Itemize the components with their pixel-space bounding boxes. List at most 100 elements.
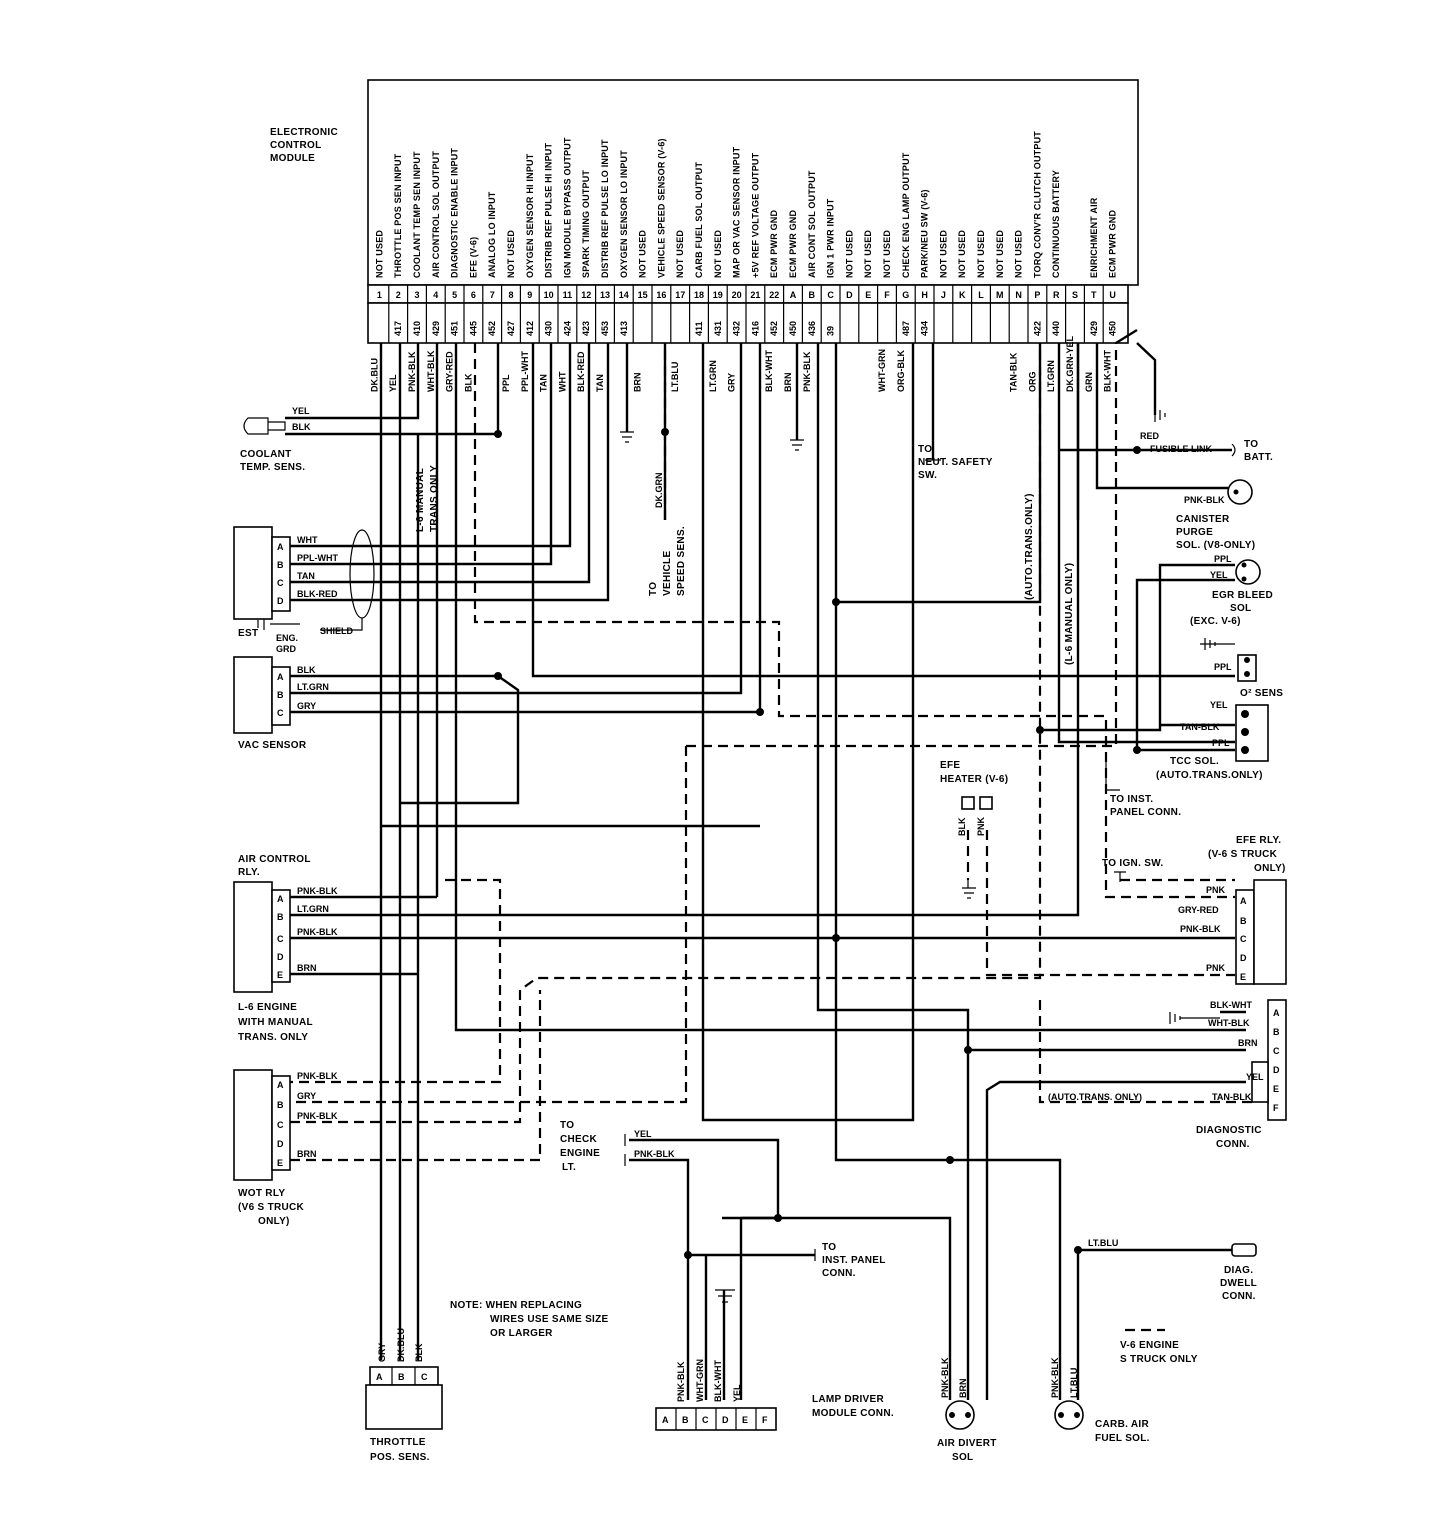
dwell-title-1: DIAG. <box>1224 1265 1253 1276</box>
ecm-circuit-row <box>367 302 1129 344</box>
er-pin-c: C <box>1240 934 1247 944</box>
vac-wire-blk: BLK <box>297 665 316 675</box>
ce-title-4: LT. <box>562 1162 576 1173</box>
carb-wire-pnk: PNK-BLK <box>1050 1357 1060 1398</box>
wire-pin4-wht-blk <box>454 343 1246 1032</box>
wire-airdiv-pnk <box>741 1216 952 1400</box>
solenoid-icon <box>1235 559 1261 585</box>
acr-wire-e: BRN <box>297 963 317 973</box>
ecm-pin-number: 21 <box>750 290 760 300</box>
ecm-wire-color: YEL <box>388 374 398 392</box>
ecm-circuit-number: 434 <box>920 321 930 336</box>
ecm-pin-function: ANALOG LO INPUT <box>487 191 497 278</box>
tcc-inst-2: PANEL CONN. <box>1110 807 1181 818</box>
wot-title-1: WOT RLY <box>238 1188 285 1199</box>
ecm-pin-function: MAP OR VAC SENSOR INPUT <box>732 146 742 278</box>
er-wire-c: PNK-BLK <box>1180 924 1221 934</box>
vac-sensor: A B C BLK LT.GRN GRY VAC SENSOR <box>233 656 329 751</box>
ecm-pin-function: NOT USED <box>938 230 948 278</box>
ecm-wire-color: GRY-RED <box>445 351 455 392</box>
ecm-pin-function: NOT USED <box>957 230 967 278</box>
ecm-circuit-number: 445 <box>468 321 478 336</box>
vac-pin-b: B <box>277 690 284 700</box>
ecm-pin-function: CONTINUOUS BATTERY <box>1051 170 1061 278</box>
neutral-safety-sw: TO NEUT. SAFETY SW. <box>918 444 992 481</box>
ecm-pin-number: 14 <box>619 290 629 300</box>
ecm-pin-number: 15 <box>638 290 648 300</box>
acr-note-3: TRANS. ONLY <box>238 1032 308 1043</box>
ldm-pin-d: D <box>722 1415 729 1425</box>
connector-icon <box>1231 1243 1257 1257</box>
wire-vac-gry <box>290 343 762 714</box>
dc-title-2: CONN. <box>1216 1139 1250 1150</box>
ecm-title-3: MODULE <box>270 153 315 164</box>
ground-icon <box>1154 408 1166 422</box>
dashed-wires <box>290 343 1235 1162</box>
canister-wire: PNK-BLK <box>1184 495 1225 505</box>
dwire-pin-t <box>686 343 1118 748</box>
note: NOTE: WHEN REPLACING WIRES USE SAME SIZE… <box>450 1300 609 1339</box>
acr-title-1: AIR CONTROL <box>238 854 311 865</box>
est-wire-blkred: BLK-RED <box>297 589 338 599</box>
canister-title-2: PURGE <box>1176 527 1213 538</box>
batt-1: TO <box>1244 439 1258 450</box>
ecm-body <box>367 79 1139 286</box>
wot-relay: A B C D E PNK-BLK GRY PNK-BLK BRN WOT RL… <box>233 1069 338 1227</box>
rotated-notes: L-6 MANUAL TRANS ONLY (AUTO.TRANS.ONLY) … <box>415 465 1075 665</box>
ecm-pin-number: 20 <box>732 290 742 300</box>
vss-wire: DK.GRN <box>654 473 664 509</box>
ground-icon <box>962 880 976 899</box>
wire-est-pplwht <box>290 343 553 566</box>
er-title-1: EFE RLY. <box>1236 835 1281 846</box>
carb-air-fuel-sol: PNK-BLK LT.BLU CARB. AIR FUEL SOL. <box>1050 1357 1149 1444</box>
solenoid-icon <box>1054 1400 1084 1430</box>
ecm-circuit-number: 452 <box>769 321 779 336</box>
ecm-circuit-number: 440 <box>1051 321 1061 336</box>
wire-check-yel <box>629 1138 780 1218</box>
er-pin-e: E <box>1240 972 1246 982</box>
note-line-2: WIRES USE SAME SIZE <box>490 1314 609 1325</box>
note-line-1: NOTE: WHEN REPLACING <box>450 1300 582 1311</box>
wire-coolant-yel <box>285 343 420 420</box>
ecm-pin-number: U <box>1109 290 1116 300</box>
ecm-pin-number: D <box>846 290 853 300</box>
ce-wire-pnk: PNK-BLK <box>634 1149 675 1159</box>
ecm-pin-function: NOT USED <box>638 230 648 278</box>
ground-icon <box>257 618 300 630</box>
er-pin-d: D <box>1240 953 1247 963</box>
ecm-pin-function: ECM PWR GND <box>769 210 779 278</box>
dc-pin-d: D <box>1273 1065 1280 1075</box>
dc-wire-c: BRN <box>1238 1038 1258 1048</box>
wot-pin-d: D <box>277 1139 284 1149</box>
ecm-circuit-number: 424 <box>562 321 572 336</box>
ecm-pin-number: 4 <box>433 290 438 300</box>
air-control-relay: AIR CONTROL RLY. A B C D E PNK-BLK LT.GR… <box>233 854 338 1043</box>
wire-check-pnk <box>629 1158 690 1400</box>
vac-wire-gry: GRY <box>297 701 316 711</box>
ecm-pin-function: TORQ CONV'R CLUTCH OUTPUT <box>1032 131 1042 278</box>
eng-grd-1: ENG. <box>276 633 298 643</box>
tcc-wire-tanblk: TAN-BLK <box>1180 722 1220 732</box>
junctions <box>494 428 1141 1259</box>
er-ign: TO IGN. SW. <box>1102 858 1163 869</box>
ecm-pin-function: +5V REF VOLTAGE OUTPUT <box>750 152 760 278</box>
ads-wire-brn: BRN <box>958 1379 968 1399</box>
ecm-pin-function: NOT USED <box>995 230 1005 278</box>
ecm-pin-function: NOT USED <box>844 230 854 278</box>
ecm-pin-function: OXYGEN SENSOR LO INPUT <box>619 150 629 278</box>
wire-egr-ppl <box>1040 563 1235 732</box>
wire-u-gnd <box>1136 342 1157 415</box>
ecm-circuit-number: 422 <box>1032 321 1042 336</box>
ecm-pin-number: 5 <box>452 290 457 300</box>
ecm-pin-number: J <box>941 290 946 300</box>
fusible-red: RED <box>1140 431 1160 441</box>
legend-line-2: S TRUCK ONLY <box>1120 1354 1198 1365</box>
tcc-sol: YEL TAN-BLK PPL TCC SOL. (AUTO.TRANS.ONL… <box>1105 700 1269 818</box>
ip-title-1: TO <box>822 1242 836 1253</box>
ecm-pin-function: NOT USED <box>882 230 892 278</box>
ecm-pin-function: COOLANT TEMP SEN INPUT <box>412 151 422 278</box>
ecm-pin-function: DIAGNOSTIC ENABLE INPUT <box>450 148 460 278</box>
ecm-pin-number: T <box>1091 290 1097 300</box>
ecm-pin-number: L <box>978 290 984 300</box>
ecm-pin-number: 22 <box>769 290 779 300</box>
